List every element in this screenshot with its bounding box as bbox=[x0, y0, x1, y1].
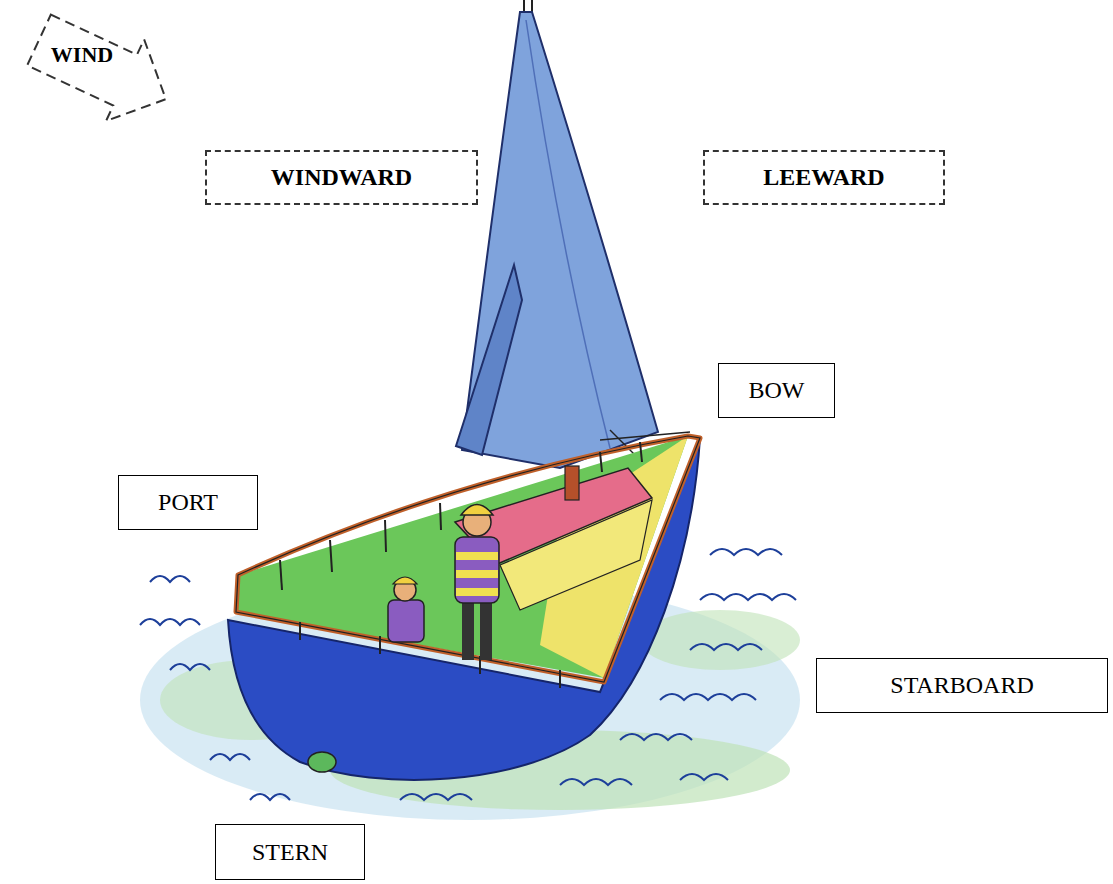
part-label-box: STERN bbox=[215, 824, 365, 880]
man-figure bbox=[455, 505, 499, 661]
label-text: LEEWARD bbox=[763, 164, 884, 190]
mast-base bbox=[565, 466, 579, 500]
part-label-box: STARBOARD bbox=[816, 658, 1108, 713]
jib-sail bbox=[456, 265, 522, 455]
waves bbox=[140, 549, 796, 800]
label-text: PORT bbox=[158, 489, 218, 515]
part-label-box: BOW bbox=[718, 363, 835, 418]
label-text: WINDWARD bbox=[271, 164, 412, 190]
label-text: STARBOARD bbox=[890, 672, 1033, 698]
label-text: WIND bbox=[51, 43, 113, 67]
side-label-box: LEEWARD bbox=[703, 150, 945, 205]
label-text: STERN bbox=[252, 839, 328, 865]
rudder bbox=[308, 752, 336, 772]
gunwale bbox=[236, 436, 700, 682]
child-figure bbox=[388, 577, 424, 642]
wind-arrow: WIND bbox=[0, 5, 175, 130]
label-text: BOW bbox=[749, 377, 805, 403]
arrow-outline bbox=[0, 5, 175, 130]
part-label-box: PORT bbox=[118, 475, 258, 530]
side-label-box: WINDWARD bbox=[205, 150, 478, 205]
